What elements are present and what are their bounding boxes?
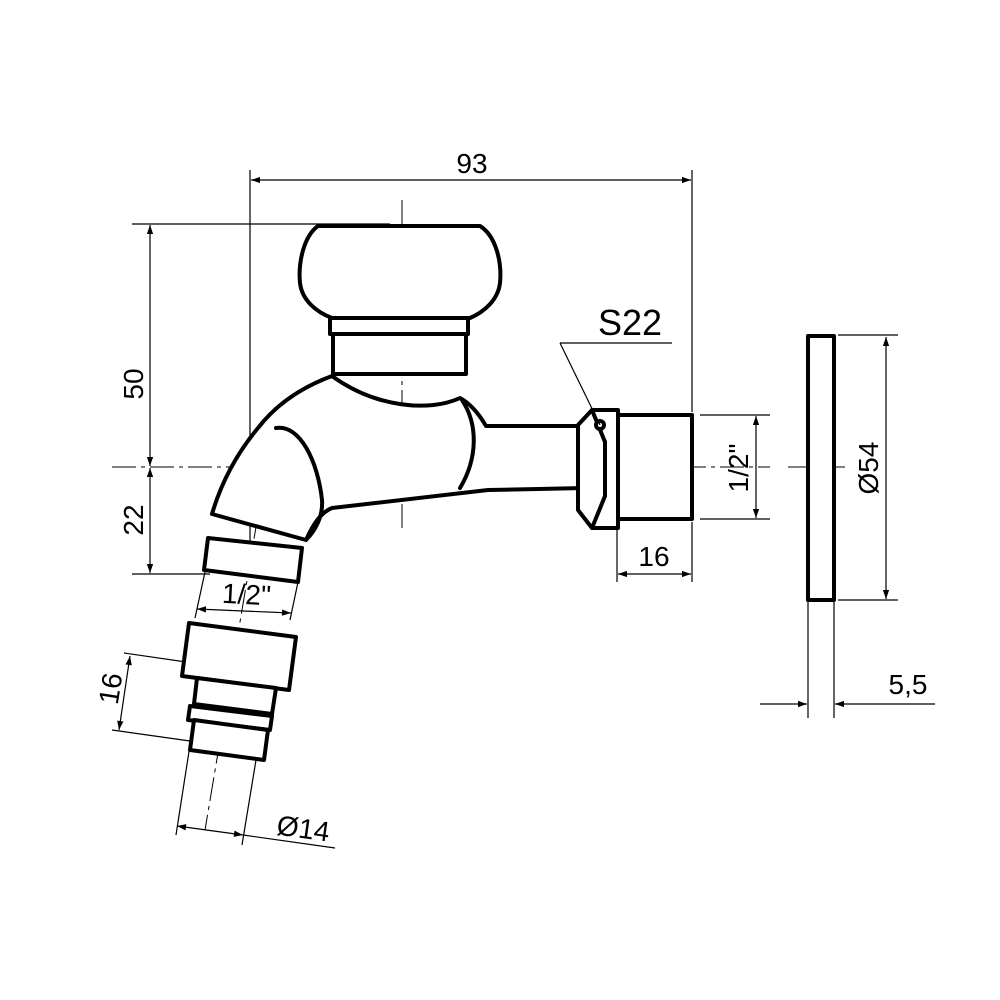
s22-leader <box>559 342 601 426</box>
dim-label-overall-length: 93 <box>456 148 487 179</box>
body-contour <box>458 398 476 490</box>
ext-line-conn-bottom <box>111 729 191 742</box>
valve-body <box>210 374 587 542</box>
ext-line-d14-left <box>175 744 191 836</box>
rosette-plate <box>806 334 836 602</box>
dim-label-thread-right: 1/2" <box>723 444 754 493</box>
connector-nut <box>180 621 298 692</box>
spout-contour <box>274 425 325 542</box>
handle-stem <box>331 332 468 376</box>
dim-line-16-outlet <box>117 655 132 731</box>
dim-label-height-lower: 22 <box>118 504 149 535</box>
handle-collar <box>328 316 470 336</box>
dim-label-rosette-thickness: 5,5 <box>889 669 928 700</box>
hex-nut-edge-bottom <box>590 494 607 530</box>
dimension-lines <box>117 176 935 849</box>
dim-line-d14 <box>176 824 244 837</box>
callout-s22: S22 <box>598 302 662 343</box>
dim-line-d14-tail <box>242 834 336 849</box>
ext-line-outlet-a <box>194 571 206 619</box>
ext-line-outlet-b <box>289 581 299 621</box>
hose-barb-tip <box>188 718 270 762</box>
dim-label-rosette-diameter: Ø54 <box>853 442 884 495</box>
handle-knob <box>297 224 503 320</box>
dim-label-thread-length-right: 16 <box>638 541 669 572</box>
dim-label-thread-outlet: 1/2" <box>221 578 271 612</box>
inlet-thread <box>616 413 694 521</box>
outlet-thread <box>202 536 304 584</box>
dim-label-connector-diameter: Ø14 <box>275 810 332 848</box>
dimension-labels: 93 50 22 S22 1/2" 16 Ø54 5,5 1/2" 16 Ø14 <box>93 148 928 848</box>
ext-line-d14-right <box>241 759 257 846</box>
extension-lines <box>111 170 898 846</box>
dim-line-thread-outlet <box>196 606 292 616</box>
dim-label-height-upper: 50 <box>118 368 149 399</box>
dim-label-connector-length: 16 <box>93 671 128 707</box>
tap-body <box>180 224 836 762</box>
